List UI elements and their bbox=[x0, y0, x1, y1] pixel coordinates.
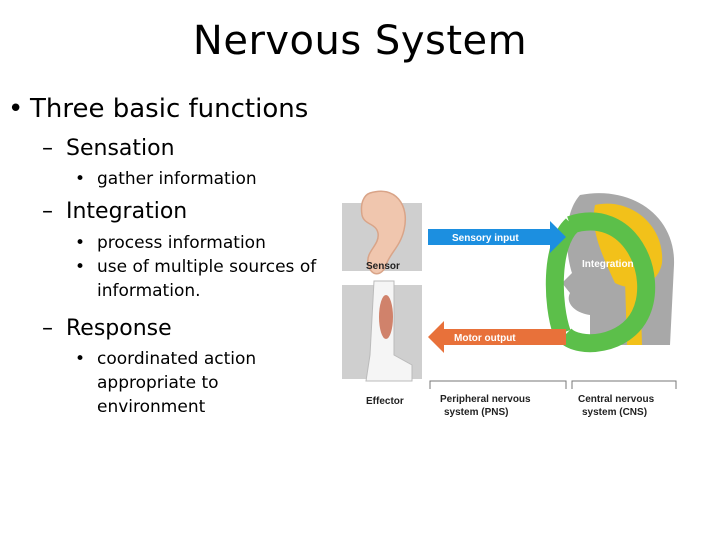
sensory-input-arrow bbox=[428, 221, 566, 253]
sub-item-label: Integration bbox=[66, 199, 188, 224]
sensory-input-label: Sensory input bbox=[452, 233, 519, 244]
detail-text: use of multiple sources of bbox=[97, 257, 317, 277]
motor-output-label: Motor output bbox=[454, 333, 516, 344]
bullet-dot: • bbox=[75, 349, 86, 369]
bullet-dot: • bbox=[75, 233, 86, 253]
main-bullet: •Three basic functions bbox=[8, 94, 308, 124]
motor-output-arrow bbox=[428, 321, 566, 353]
detail-text: information. bbox=[97, 281, 201, 301]
sub-item-response: –Response bbox=[42, 316, 172, 341]
integration-loop bbox=[558, 212, 656, 353]
cns-bracket bbox=[571, 380, 677, 389]
muscle-icon bbox=[379, 295, 393, 339]
slide-title: Nervous System bbox=[192, 18, 528, 64]
detail-text: gather information bbox=[97, 169, 257, 189]
pns-label-line2: system (PNS) bbox=[444, 407, 508, 418]
integration-label: Integration bbox=[582, 259, 634, 270]
dash: – bbox=[42, 199, 53, 224]
sub-item-label: Response bbox=[66, 316, 172, 341]
main-bullet-text: Three basic functions bbox=[30, 94, 309, 124]
dash: – bbox=[42, 136, 53, 161]
bullet-dot: • bbox=[8, 94, 24, 124]
pns-label-line1: Peripheral nervous bbox=[440, 394, 531, 405]
sub-item-integration: –Integration bbox=[42, 199, 187, 224]
detail-text: process information bbox=[97, 233, 266, 253]
cns-label-line1: Central nervous bbox=[578, 394, 655, 405]
detail-text: coordinated action bbox=[97, 349, 257, 369]
ear-icon bbox=[360, 190, 406, 275]
detail-text: environment bbox=[97, 397, 206, 417]
bullet-dot: • bbox=[75, 257, 86, 277]
dash: – bbox=[42, 316, 53, 341]
pns-bracket bbox=[429, 380, 567, 389]
cns-label-line2: system (CNS) bbox=[582, 407, 647, 418]
sub-item-label: Sensation bbox=[66, 136, 175, 161]
detail-sensation: • gather information bbox=[75, 167, 257, 191]
sensor-label: Sensor bbox=[366, 261, 400, 272]
integration-loop-left bbox=[545, 218, 579, 337]
nervous-system-figure: Integration Sensory input Motor output S… bbox=[340, 185, 680, 425]
effector-label: Effector bbox=[366, 396, 404, 407]
detail-text: appropriate to bbox=[97, 373, 219, 393]
bullet-dot: • bbox=[75, 169, 86, 189]
detail-integration: • process information • use of multiple so… bbox=[75, 231, 316, 303]
detail-response: • coordinated action appropriate to envir… bbox=[75, 347, 256, 419]
sub-item-sensation: –Sensation bbox=[42, 136, 175, 161]
